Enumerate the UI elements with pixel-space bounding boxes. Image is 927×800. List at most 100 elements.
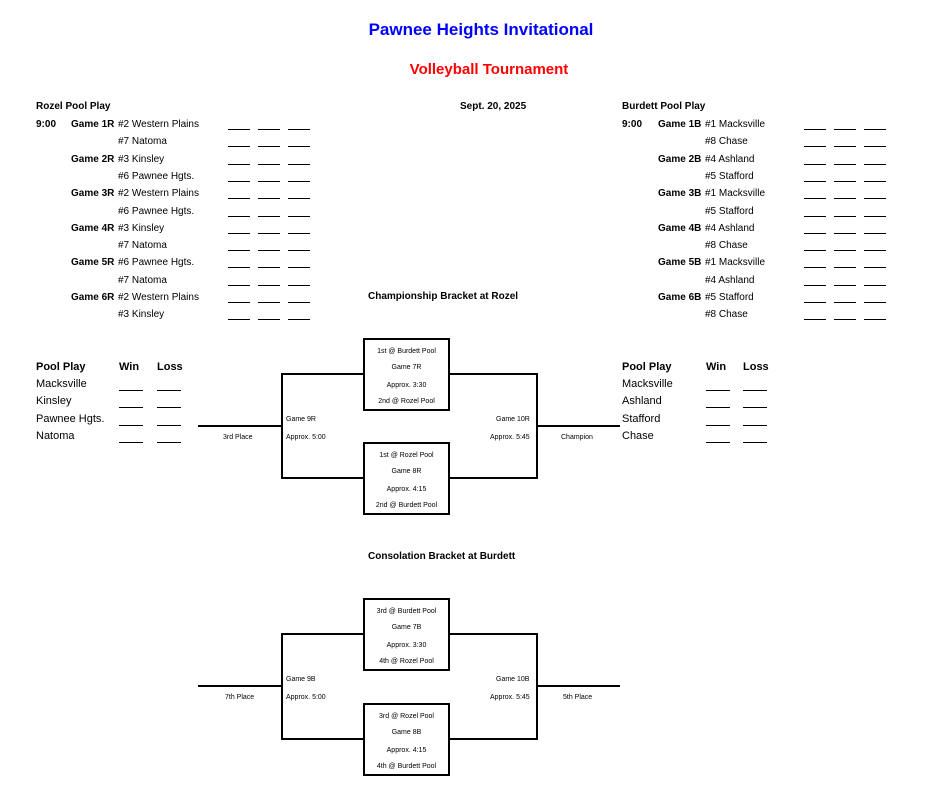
score-blank (834, 181, 856, 182)
team-label: #7 Natoma (118, 274, 167, 286)
score-blank (258, 250, 280, 252)
left-standings-win-header: Win (119, 361, 140, 373)
score-blank (258, 284, 280, 286)
team-label: #1 Macksville (705, 257, 766, 269)
loss-blank (743, 390, 767, 391)
consolation-heading: Consolation Bracket at Burdett (368, 551, 516, 562)
time-label: Approx. 4:15 (386, 486, 427, 493)
team-label: #1 Macksville (705, 119, 766, 130)
bracket-line (198, 685, 283, 687)
score-blank (228, 250, 250, 252)
score-blank (864, 163, 886, 165)
score-blank (258, 215, 280, 217)
score-blank (864, 250, 886, 252)
seed-label: 3rd @ Rozel Pool (379, 713, 434, 720)
game-label: Game 8R (391, 468, 422, 475)
game-label: Game 7B (391, 624, 422, 631)
score-blank (288, 181, 310, 182)
bracket-line (198, 425, 283, 427)
rozel-start-time: 9:00 (36, 119, 57, 130)
score-blank (228, 267, 250, 269)
bracket-line (449, 373, 538, 375)
score-blank (834, 215, 856, 217)
score-blank (288, 146, 310, 148)
loss-blank (743, 442, 767, 444)
game-label: Game 4R (71, 222, 115, 234)
score-blank (804, 181, 826, 182)
game-label: Game 5R (71, 257, 115, 269)
team-label: #8 Chase (705, 240, 748, 252)
team-label: #7 Natoma (118, 240, 167, 252)
score-blank (834, 198, 856, 200)
score-blank (804, 302, 826, 303)
game-label: Game 7R (391, 364, 422, 371)
team-label: #2 Western Plains (118, 188, 199, 200)
bracket-line (449, 738, 538, 740)
team-label: #6 Pawnee Hgts. (118, 171, 195, 182)
team-label: #1 Macksville (705, 188, 766, 200)
score-blank (288, 163, 310, 165)
seed-label: 2nd @ Rozel Pool (378, 398, 435, 405)
fifth-place-label: 5th Place (563, 694, 593, 701)
team-label: #4 Ashland (705, 222, 755, 234)
score-blank (288, 198, 310, 200)
score-blank (258, 198, 280, 200)
team-label: #2 Western Plains (118, 292, 199, 303)
seed-label: 3rd @ Burdett Pool (376, 608, 437, 615)
game-10r-time: Approx. 5:45 (490, 434, 530, 441)
time-label: Approx. 4:15 (386, 747, 427, 754)
game-label: Game 5B (658, 257, 702, 269)
score-blank (864, 198, 886, 200)
third-place-label: 3rd Place (223, 434, 253, 441)
score-blank (228, 181, 250, 182)
game-label: Game 1R (71, 119, 115, 130)
score-blank (804, 129, 826, 130)
score-blank (288, 267, 310, 269)
standings-team: Ashland (622, 395, 662, 408)
score-blank (864, 232, 886, 234)
bracket-line (282, 633, 364, 635)
score-blank (834, 232, 856, 234)
score-blank (288, 319, 310, 321)
team-label: #3 Kinsley (118, 153, 165, 165)
game-9r-time: Approx. 5:00 (286, 434, 326, 441)
game-label: Game 2R (71, 153, 115, 165)
game-label: Game 1B (658, 119, 702, 130)
game-label: Game 3R (71, 188, 115, 200)
score-blank (864, 129, 886, 130)
team-label: #2 Western Plains (118, 119, 199, 130)
score-blank (834, 146, 856, 148)
score-blank (804, 250, 826, 252)
right-standings-heading: Pool Play (622, 361, 672, 373)
game-9b-label: Game 9B (286, 676, 316, 683)
score-blank (258, 181, 280, 182)
page-subtitle: Volleyball Tournament (409, 61, 569, 78)
win-blank (706, 407, 730, 409)
score-blank (258, 232, 280, 234)
game-label: Game 3B (658, 188, 702, 200)
game-10b-time: Approx. 5:45 (490, 694, 530, 701)
tournament-date: Sept. 20, 2025 (460, 101, 527, 112)
loss-blank (157, 424, 181, 426)
standings-team: Natoma (36, 430, 75, 443)
score-blank (288, 302, 310, 303)
left-standings-loss-header: Loss (157, 361, 183, 373)
standings-team: Kinsley (36, 395, 72, 408)
loss-blank (157, 407, 181, 409)
score-blank (288, 129, 310, 130)
score-blank (864, 319, 886, 321)
bracket-line (536, 425, 620, 427)
team-label: #6 Pawnee Hgts. (118, 205, 195, 217)
score-blank (804, 215, 826, 217)
seed-label: 2nd @ Burdett Pool (375, 502, 438, 509)
score-blank (258, 319, 280, 321)
loss-blank (157, 390, 181, 391)
score-blank (804, 284, 826, 286)
score-blank (804, 146, 826, 148)
win-blank (706, 424, 730, 426)
win-blank (706, 390, 730, 391)
championship-game-8r-box: 1st @ Rozel Pool Game 8R Approx. 4:15 2n… (363, 442, 450, 515)
score-blank (258, 267, 280, 269)
team-label: #8 Chase (705, 136, 748, 148)
score-blank (834, 163, 856, 165)
